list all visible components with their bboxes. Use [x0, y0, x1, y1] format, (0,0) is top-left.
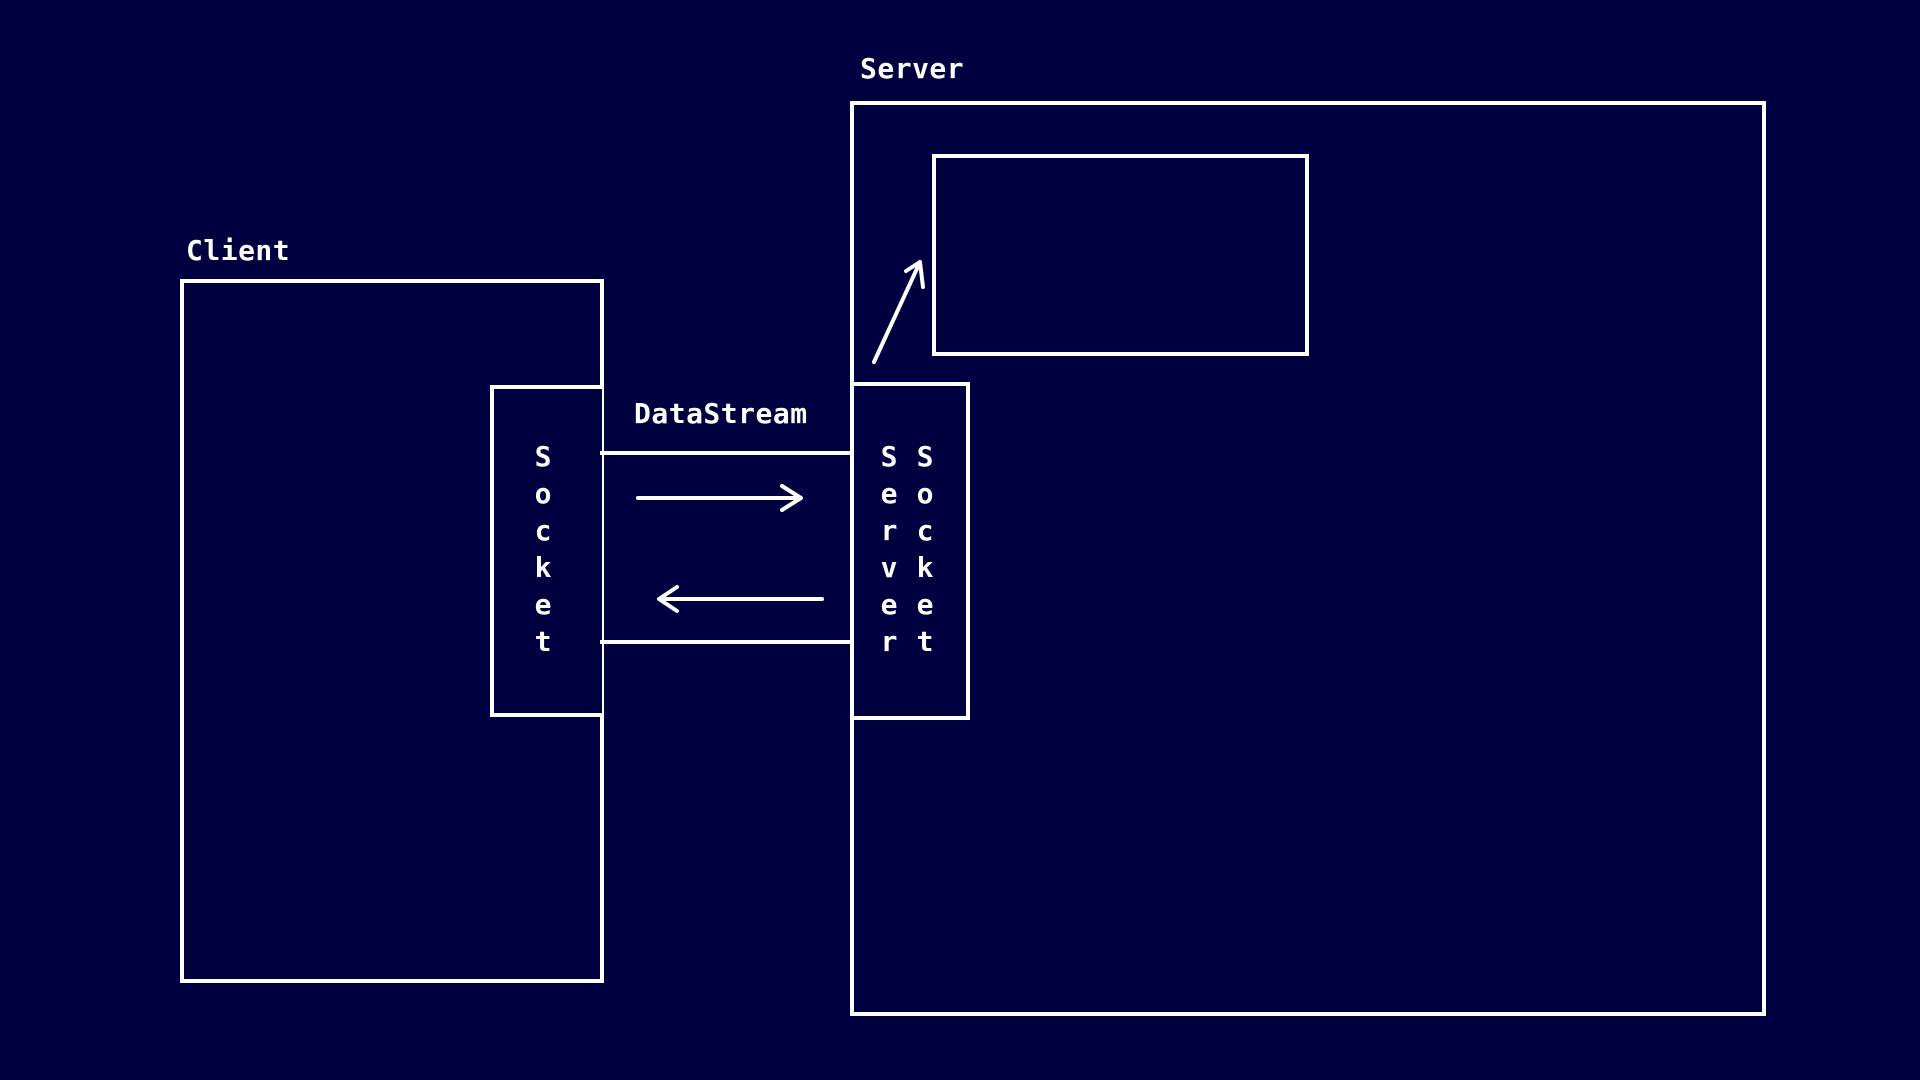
datastream-top-line — [600, 451, 854, 455]
client-title: Client — [186, 234, 291, 267]
client-box — [180, 279, 604, 983]
arrow-left-icon — [657, 585, 824, 613]
server-handler-box — [932, 154, 1309, 356]
datastream-title: DataStream — [634, 397, 808, 430]
server-socket-box — [850, 382, 970, 720]
arrow-right-icon — [636, 484, 803, 512]
datastream-bottom-line — [600, 640, 854, 644]
server-title: Server — [860, 52, 965, 85]
client-socket-box — [490, 385, 602, 717]
